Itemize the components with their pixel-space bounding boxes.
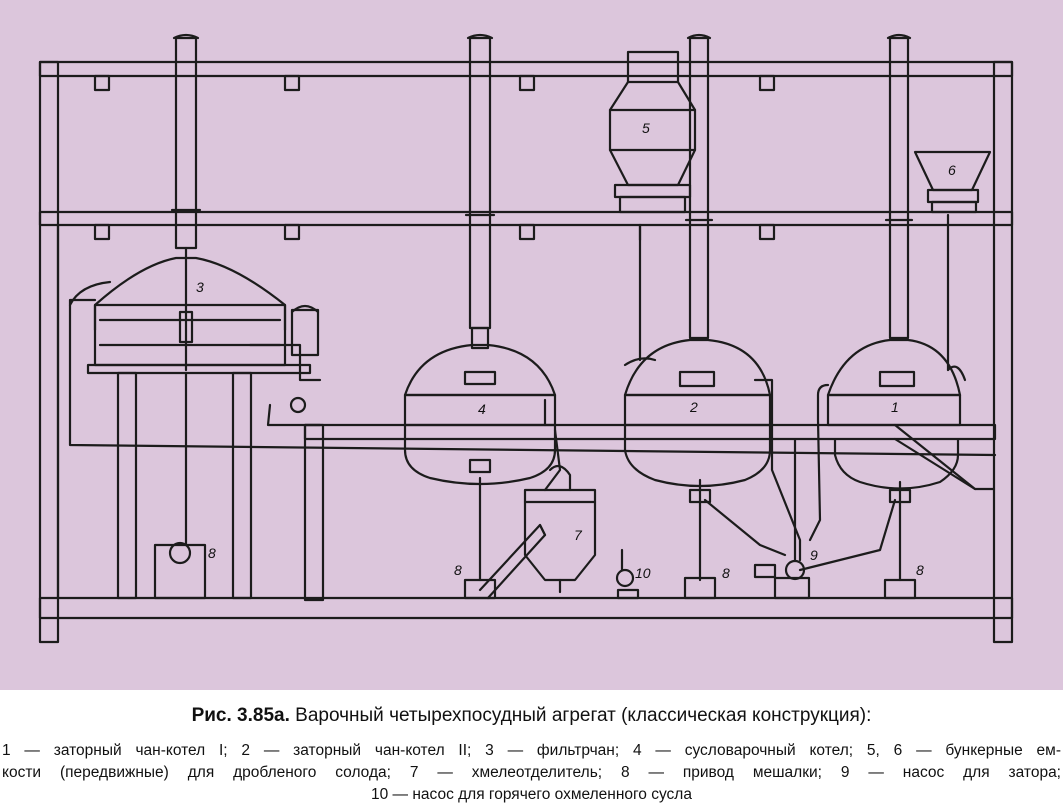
figure-title-text: Варочный четырехпосудный агрегат (класси… — [289, 705, 872, 726]
callout-6: 6 — [948, 162, 956, 178]
callout-4: 4 — [478, 401, 486, 417]
lauter-tun — [68, 246, 997, 600]
legend-line-3: 10 — насос для горячего охмеленного сусл… — [371, 786, 692, 803]
callout-9: 9 — [810, 547, 818, 563]
legend-line-1: 1 — заторный чан-котел I; 2 — заторный ч… — [2, 742, 1061, 759]
figure-legend: 1 — заторный чан-котел I; 2 — заторный ч… — [2, 740, 1061, 784]
legend-line-2: кости (передвижные) для дробленого солод… — [2, 764, 1061, 781]
callout-labels: 1 2 3 4 5 6 7 8 8 8 8 9 10 — [196, 120, 956, 581]
wort-kettle — [403, 326, 562, 582]
hop-separator — [478, 464, 597, 600]
hopper-6 — [913, 150, 992, 214]
figure-number: Рис. 3.85а. — [191, 705, 290, 726]
callout-3: 3 — [196, 279, 204, 295]
callout-8-kettle2: 8 — [722, 565, 730, 581]
figure-caption-title: Рис. 3.85а. Варочный четырехпосудный агр… — [0, 704, 1063, 728]
building-frame — [38, 60, 1014, 644]
hopper-5 — [608, 50, 697, 242]
brewhouse-diagram: 1 2 3 4 5 6 7 8 8 8 8 9 10 — [0, 0, 1063, 690]
callout-7: 7 — [574, 527, 583, 543]
callout-8-kettle1: 8 — [916, 562, 924, 578]
callout-2: 2 — [689, 399, 698, 415]
callout-10: 10 — [635, 565, 651, 581]
mash-kettle-2 — [623, 223, 802, 582]
callout-5: 5 — [642, 120, 650, 136]
callout-1: 1 — [891, 399, 899, 415]
callout-8-left: 8 — [208, 545, 216, 561]
pumps-and-drives — [153, 438, 917, 600]
callout-8-kettle4: 8 — [454, 562, 462, 578]
mash-kettle-1 — [798, 213, 967, 582]
